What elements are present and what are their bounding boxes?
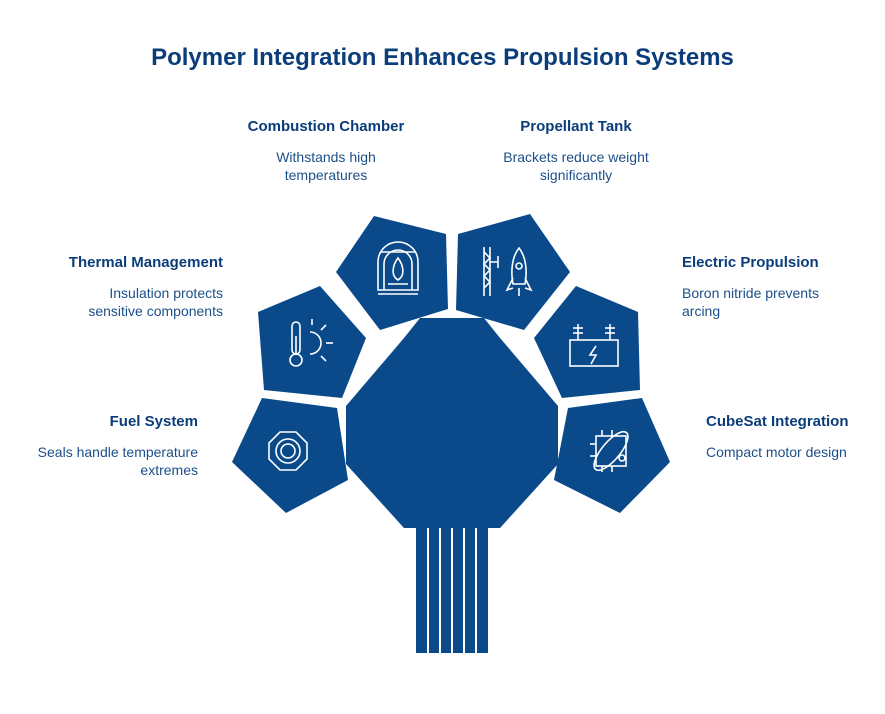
label-heading: Electric Propulsion [682,254,819,271]
pentagon-combustion-chamber [336,216,448,330]
label-electric-propulsion: Electric Propulsion Boron nitride preven… [682,254,872,320]
label-heading: CubeSat Integration [706,413,849,430]
desc-line: Brackets reduce weight [503,149,649,165]
thermometer-heat-icon [289,319,333,367]
pentagon-propellant-tank [456,214,570,330]
desc-line: Insulation protects [109,285,223,301]
pentagon-cubesat-integration [554,398,670,513]
label-heading: Fuel System [109,413,198,430]
rocket-bracket-icon [482,246,533,296]
label-description: Boron nitride prevents arcing [682,284,872,320]
desc-line: arcing [682,303,721,319]
page-title: Polymer Integration Enhances Propulsion … [151,44,734,71]
furnace-flame-icon [377,241,419,295]
label-combustion-chamber: Combustion Chamber Withstands high tempe… [226,118,426,184]
desc-line: Seals handle temperature [37,444,198,460]
label-description: Seals handle temperature extremes [0,443,198,479]
label-description: Withstands high temperatures [226,148,426,184]
desc-line: sensitive components [88,303,223,319]
desc-line: Boron nitride prevents [682,285,819,301]
label-description: Brackets reduce weight significantly [476,148,676,184]
trunk [416,520,488,653]
label-propellant-tank: Propellant Tank Brackets reduce weight s… [476,118,676,184]
label-description: Insulation protects sensitive components [0,284,223,320]
label-heading: Propellant Tank [520,118,632,135]
desc-line: significantly [539,167,613,183]
electric-battery-icon [569,324,619,367]
label-thermal-management: Thermal Management Insulation protects s… [0,254,223,320]
desc-line: extremes [140,462,198,478]
label-cubesat-integration: CubeSat Integration Compact motor design [706,413,881,461]
label-description: Compact motor design [706,443,881,461]
desc-line: temperatures [284,167,368,183]
chip-orbit-icon [590,430,629,472]
label-heading: Combustion Chamber [247,118,405,135]
desc-line: Withstands high [276,149,376,165]
pentagon-thermal-management [258,286,366,398]
label-heading: Thermal Management [68,254,223,271]
center-octagon [346,338,558,528]
pentagon-fuel-system [232,398,348,513]
seal-ring-icon [268,431,308,471]
label-fuel-system: Fuel System Seals handle temperature ext… [0,413,198,479]
pentagon-electric-propulsion [534,286,640,398]
desc-line: Compact motor design [706,444,847,460]
